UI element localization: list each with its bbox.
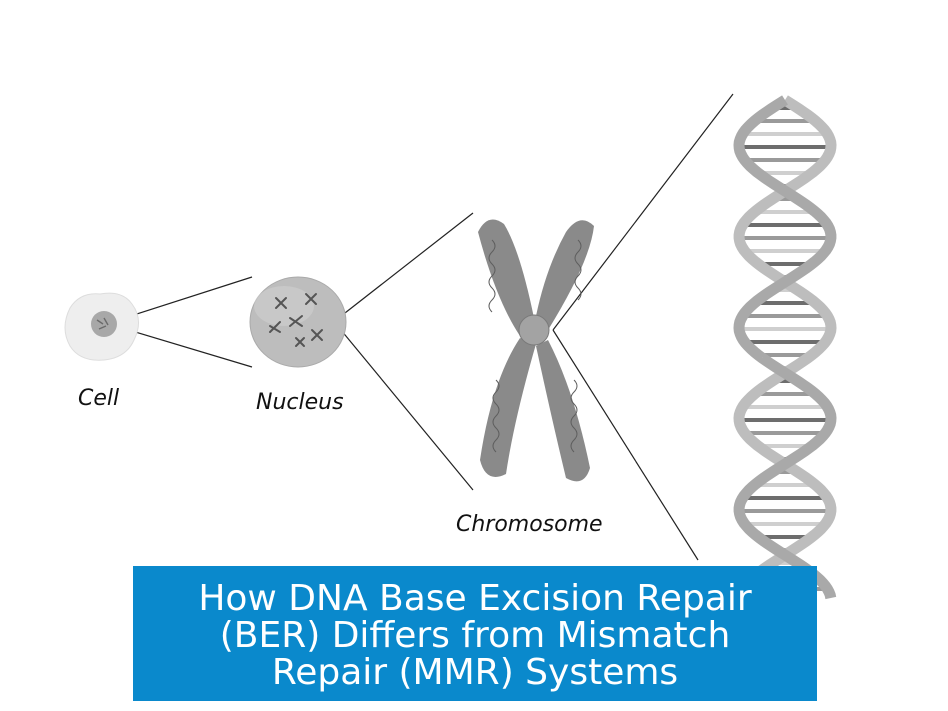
title-banner: How DNA Base Excision Repair (BER) Diffe… [133, 566, 817, 701]
cell-label: Cell [78, 386, 120, 411]
nucleus-illustration [249, 276, 347, 368]
dna-double-helix [733, 95, 837, 600]
dna-backbone-strand [733, 95, 837, 600]
dna-backbone-strand [733, 95, 837, 600]
page-title: How DNA Base Excision Repair (BER) Diffe… [198, 578, 752, 693]
chromosome-illustration [478, 219, 594, 482]
chromosome-label: Chromosome [456, 512, 603, 537]
cell-illustration [64, 292, 139, 361]
nucleus-label: Nucleus [256, 390, 344, 415]
zoom-lines [111, 93, 734, 561]
